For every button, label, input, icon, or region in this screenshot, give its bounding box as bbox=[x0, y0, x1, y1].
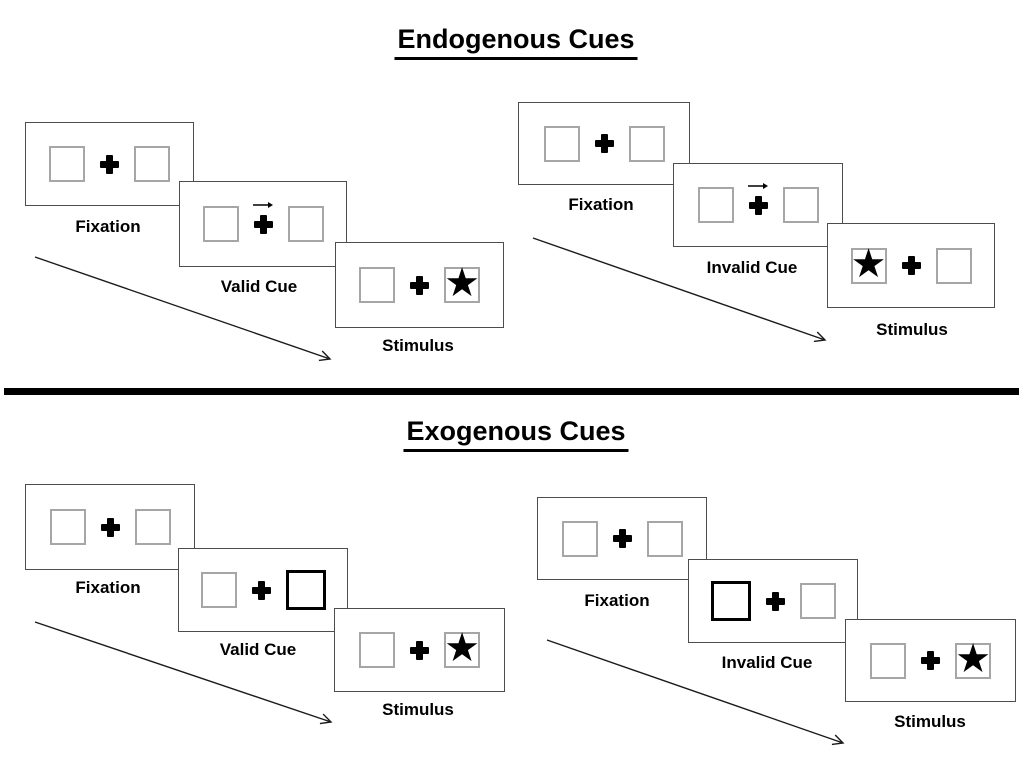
star-icon: ★ bbox=[850, 240, 887, 287]
fixation-cross-icon bbox=[410, 275, 429, 295]
right-arrow-cue-icon bbox=[747, 182, 768, 189]
stimulus-panel: ★ bbox=[845, 619, 1016, 702]
timeline-arrow-endogenous-invalid bbox=[532, 237, 827, 343]
right-box bbox=[628, 125, 665, 162]
fixation-cross-icon bbox=[901, 256, 921, 275]
step-label-stimulus: Stimulus bbox=[894, 712, 966, 731]
fixation-cross-icon bbox=[747, 182, 768, 215]
step-label-valid-cue: Valid Cue bbox=[219, 640, 297, 659]
section-divider bbox=[4, 388, 1019, 395]
step-label-fixation: Fixation bbox=[584, 591, 650, 610]
step-label-fixation: Fixation bbox=[75, 578, 141, 597]
step-label-stimulus: Stimulus bbox=[382, 700, 454, 719]
fixation-panel bbox=[537, 497, 707, 580]
left-box bbox=[870, 642, 906, 679]
timeline-arrow-exogenous-valid bbox=[34, 621, 333, 725]
right-box-with-target: ★ bbox=[444, 625, 480, 671]
step-label-invalid-cue: Invalid Cue bbox=[706, 258, 798, 277]
left-box bbox=[543, 125, 580, 162]
right-box bbox=[287, 206, 324, 242]
cue-panel bbox=[688, 559, 858, 643]
step-label-invalid-cue: Invalid Cue bbox=[721, 653, 813, 672]
fixation-cross-icon bbox=[594, 134, 614, 153]
left-box bbox=[49, 146, 85, 182]
step-label-valid-cue: Valid Cue bbox=[220, 277, 298, 296]
cued-left-box bbox=[710, 581, 751, 621]
fixation-cross-icon bbox=[252, 201, 273, 234]
step-label-stimulus: Stimulus bbox=[876, 320, 948, 339]
left-box bbox=[561, 520, 598, 557]
stimulus-panel: ★ bbox=[334, 608, 505, 692]
fixation-cross-icon bbox=[410, 640, 429, 660]
fixation-panel bbox=[25, 122, 194, 206]
cued-right-box bbox=[285, 570, 326, 610]
step-label-stimulus: Stimulus bbox=[382, 336, 454, 355]
star-icon: ★ bbox=[444, 625, 480, 671]
step-label-fixation: Fixation bbox=[568, 195, 634, 214]
right-box bbox=[646, 520, 683, 557]
left-box bbox=[49, 509, 86, 545]
left-box bbox=[202, 206, 239, 242]
section-title-endogenous: Endogenous Cues bbox=[394, 24, 638, 60]
fixation-cross-icon bbox=[251, 580, 271, 600]
fixation-panel bbox=[25, 484, 195, 570]
right-box-with-target: ★ bbox=[955, 635, 991, 682]
fixation-cross-icon bbox=[612, 529, 632, 548]
left-box-with-target: ★ bbox=[850, 240, 887, 287]
fixation-panel bbox=[518, 102, 690, 185]
right-box-with-target: ★ bbox=[444, 260, 480, 306]
left-box bbox=[359, 267, 395, 303]
left-box bbox=[200, 572, 237, 608]
stimulus-panel: ★ bbox=[335, 242, 504, 328]
right-box bbox=[134, 146, 170, 182]
fixation-cross-icon bbox=[100, 154, 119, 174]
star-icon: ★ bbox=[955, 635, 991, 682]
stimulus-panel: ★ bbox=[827, 223, 995, 308]
step-label-fixation: Fixation bbox=[75, 217, 141, 236]
right-box bbox=[134, 509, 171, 545]
timeline-arrow-endogenous-valid bbox=[34, 256, 332, 362]
right-box bbox=[935, 247, 972, 284]
fixation-cross-icon bbox=[921, 651, 940, 670]
right-arrow-cue-icon bbox=[252, 201, 273, 208]
cue-panel bbox=[179, 181, 347, 267]
fixation-cross-icon bbox=[765, 591, 785, 611]
left-box bbox=[359, 632, 395, 668]
cue-panel bbox=[673, 163, 843, 247]
star-icon: ★ bbox=[444, 260, 480, 306]
right-box bbox=[799, 583, 836, 619]
left-box bbox=[697, 187, 734, 223]
cue-panel bbox=[178, 548, 348, 632]
fixation-cross-icon bbox=[100, 517, 120, 537]
right-box bbox=[782, 187, 819, 223]
section-title-exogenous: Exogenous Cues bbox=[403, 416, 629, 452]
